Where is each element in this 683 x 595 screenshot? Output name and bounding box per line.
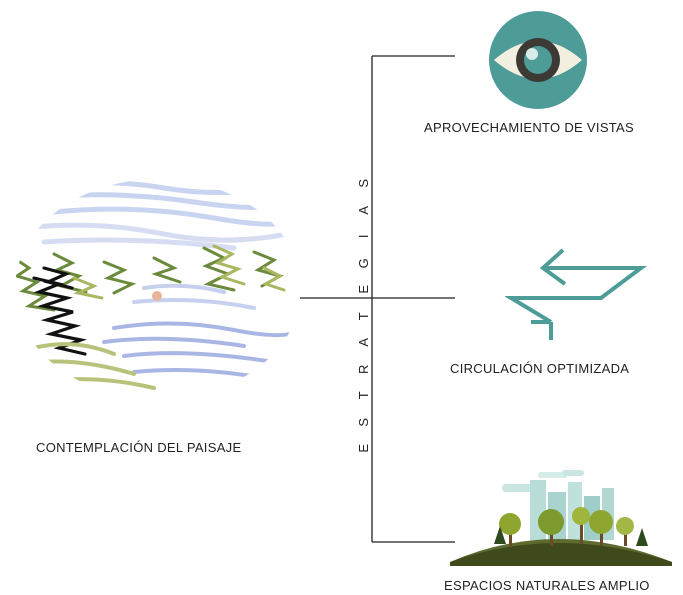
views-label: APROVECHAMIENTO DE VISTAS: [424, 120, 635, 135]
title-letter: T: [355, 391, 371, 400]
title-letter: T: [355, 311, 371, 320]
title-letter: A: [355, 205, 371, 215]
title-letter: G: [355, 257, 371, 268]
natural-spaces-label: ESPACIOS NATURALES AMPLIO: [444, 578, 650, 593]
strategies-vertical-title: S A I G E T A R T S E: [356, 170, 372, 462]
title-letter: A: [355, 337, 371, 347]
title-letter: S: [355, 178, 371, 188]
landscape-scribble-image: [15, 179, 301, 390]
title-letter: I: [355, 234, 371, 239]
eye-icon: [489, 11, 587, 109]
landscape-label: CONTEMPLACIÓN DEL PAISAJE: [36, 440, 242, 455]
park-icon: [450, 470, 672, 566]
title-letter: E: [355, 284, 371, 294]
title-letter: S: [355, 417, 371, 427]
circulation-label: CIRCULACIÓN OPTIMIZADA: [450, 361, 630, 376]
title-letter: R: [355, 364, 371, 374]
arrows-icon: [505, 248, 647, 340]
title-letter: E: [355, 443, 371, 453]
